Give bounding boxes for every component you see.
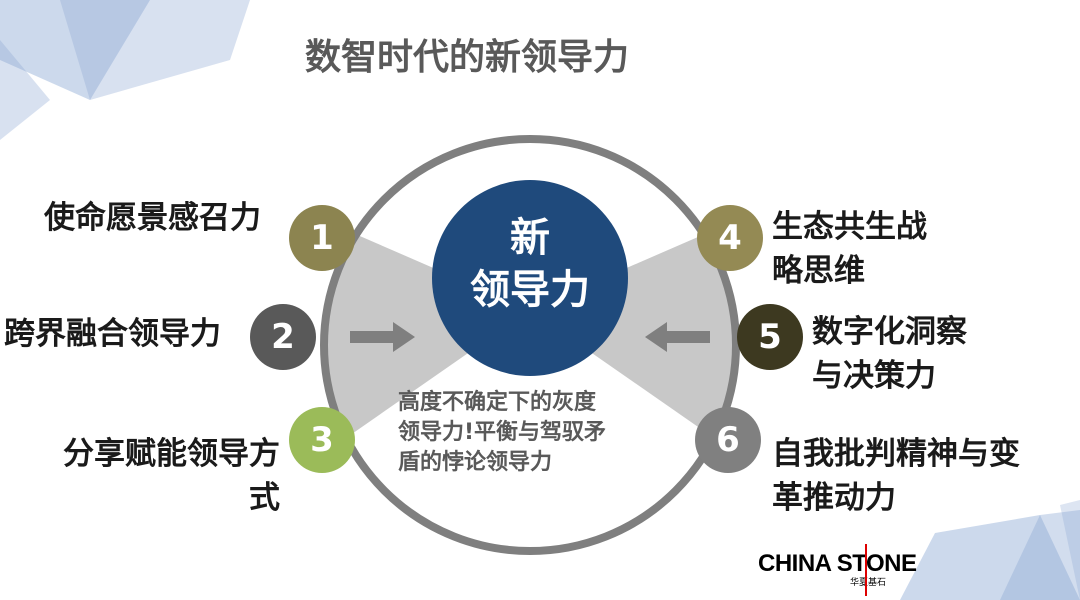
number-badge-4: 4: [697, 205, 763, 271]
item-label-6-line1: 自我批判精神与变: [772, 436, 1020, 472]
number-badge-3: 3: [289, 407, 355, 473]
number-badge-5: 5: [737, 304, 803, 370]
center-circle: [432, 180, 628, 376]
logo-text: CHINA STONE: [758, 550, 917, 577]
outer-ring: [320, 135, 740, 555]
caption: 高度不确定下的灰度 领导力!平衡与驾驭矛 盾的悖论领导力: [398, 388, 606, 478]
item-label-5-line2: 与决策力: [812, 358, 936, 394]
logo-subtext: 华夏基石: [850, 578, 887, 588]
item-label-5-line1: 数字化洞察: [812, 314, 967, 350]
item-label-3-line2: 式: [249, 480, 280, 516]
china-stone-logo: CHINA STONE 华夏基石: [758, 544, 917, 596]
center-label: 新 领导力: [432, 212, 628, 316]
item-label-1-line1: 使命愿景感召力: [44, 200, 261, 236]
item-label-6-line2: 革推动力: [772, 480, 896, 516]
item-label-5: 数字化洞察 与决策力: [812, 310, 967, 398]
caption-line1: 高度不确定下的灰度: [398, 390, 597, 415]
item-label-1: 使命愿景感召力: [44, 196, 261, 240]
item-label-2: 跨界融合领导力: [4, 312, 221, 356]
item-label-4-line2: 略思维: [772, 253, 865, 289]
decor-bottom-right: [900, 500, 1080, 600]
item-label-4-line1: 生态共生战: [772, 209, 927, 245]
bowtie-shape: [324, 210, 736, 470]
item-label-4: 生态共生战 略思维: [772, 205, 927, 293]
item-label-3: 分享赋能领导方 式: [30, 432, 280, 520]
caption-line2: 领导力!平衡与驾驭矛: [398, 420, 607, 445]
item-label-2-line1: 跨界融合领导力: [4, 316, 221, 352]
item-label-3-line1: 分享赋能领导方: [63, 436, 280, 472]
slide-title: 数智时代的新领导力: [305, 37, 630, 78]
number-badge-2: 2: [250, 304, 316, 370]
item-label-6: 自我批判精神与变 革推动力: [772, 432, 1020, 520]
center-label-line1: 新: [510, 215, 550, 261]
caption-line3: 盾的悖论领导力: [398, 450, 553, 475]
decor-top-left: [0, 0, 250, 140]
right-arrow-icon: [350, 322, 415, 352]
logo-red-mark: [865, 544, 867, 596]
left-arrow-icon: [645, 322, 710, 352]
number-badge-6: 6: [695, 407, 761, 473]
number-badge-1: 1: [289, 205, 355, 271]
center-label-line2: 领导力: [470, 267, 590, 313]
